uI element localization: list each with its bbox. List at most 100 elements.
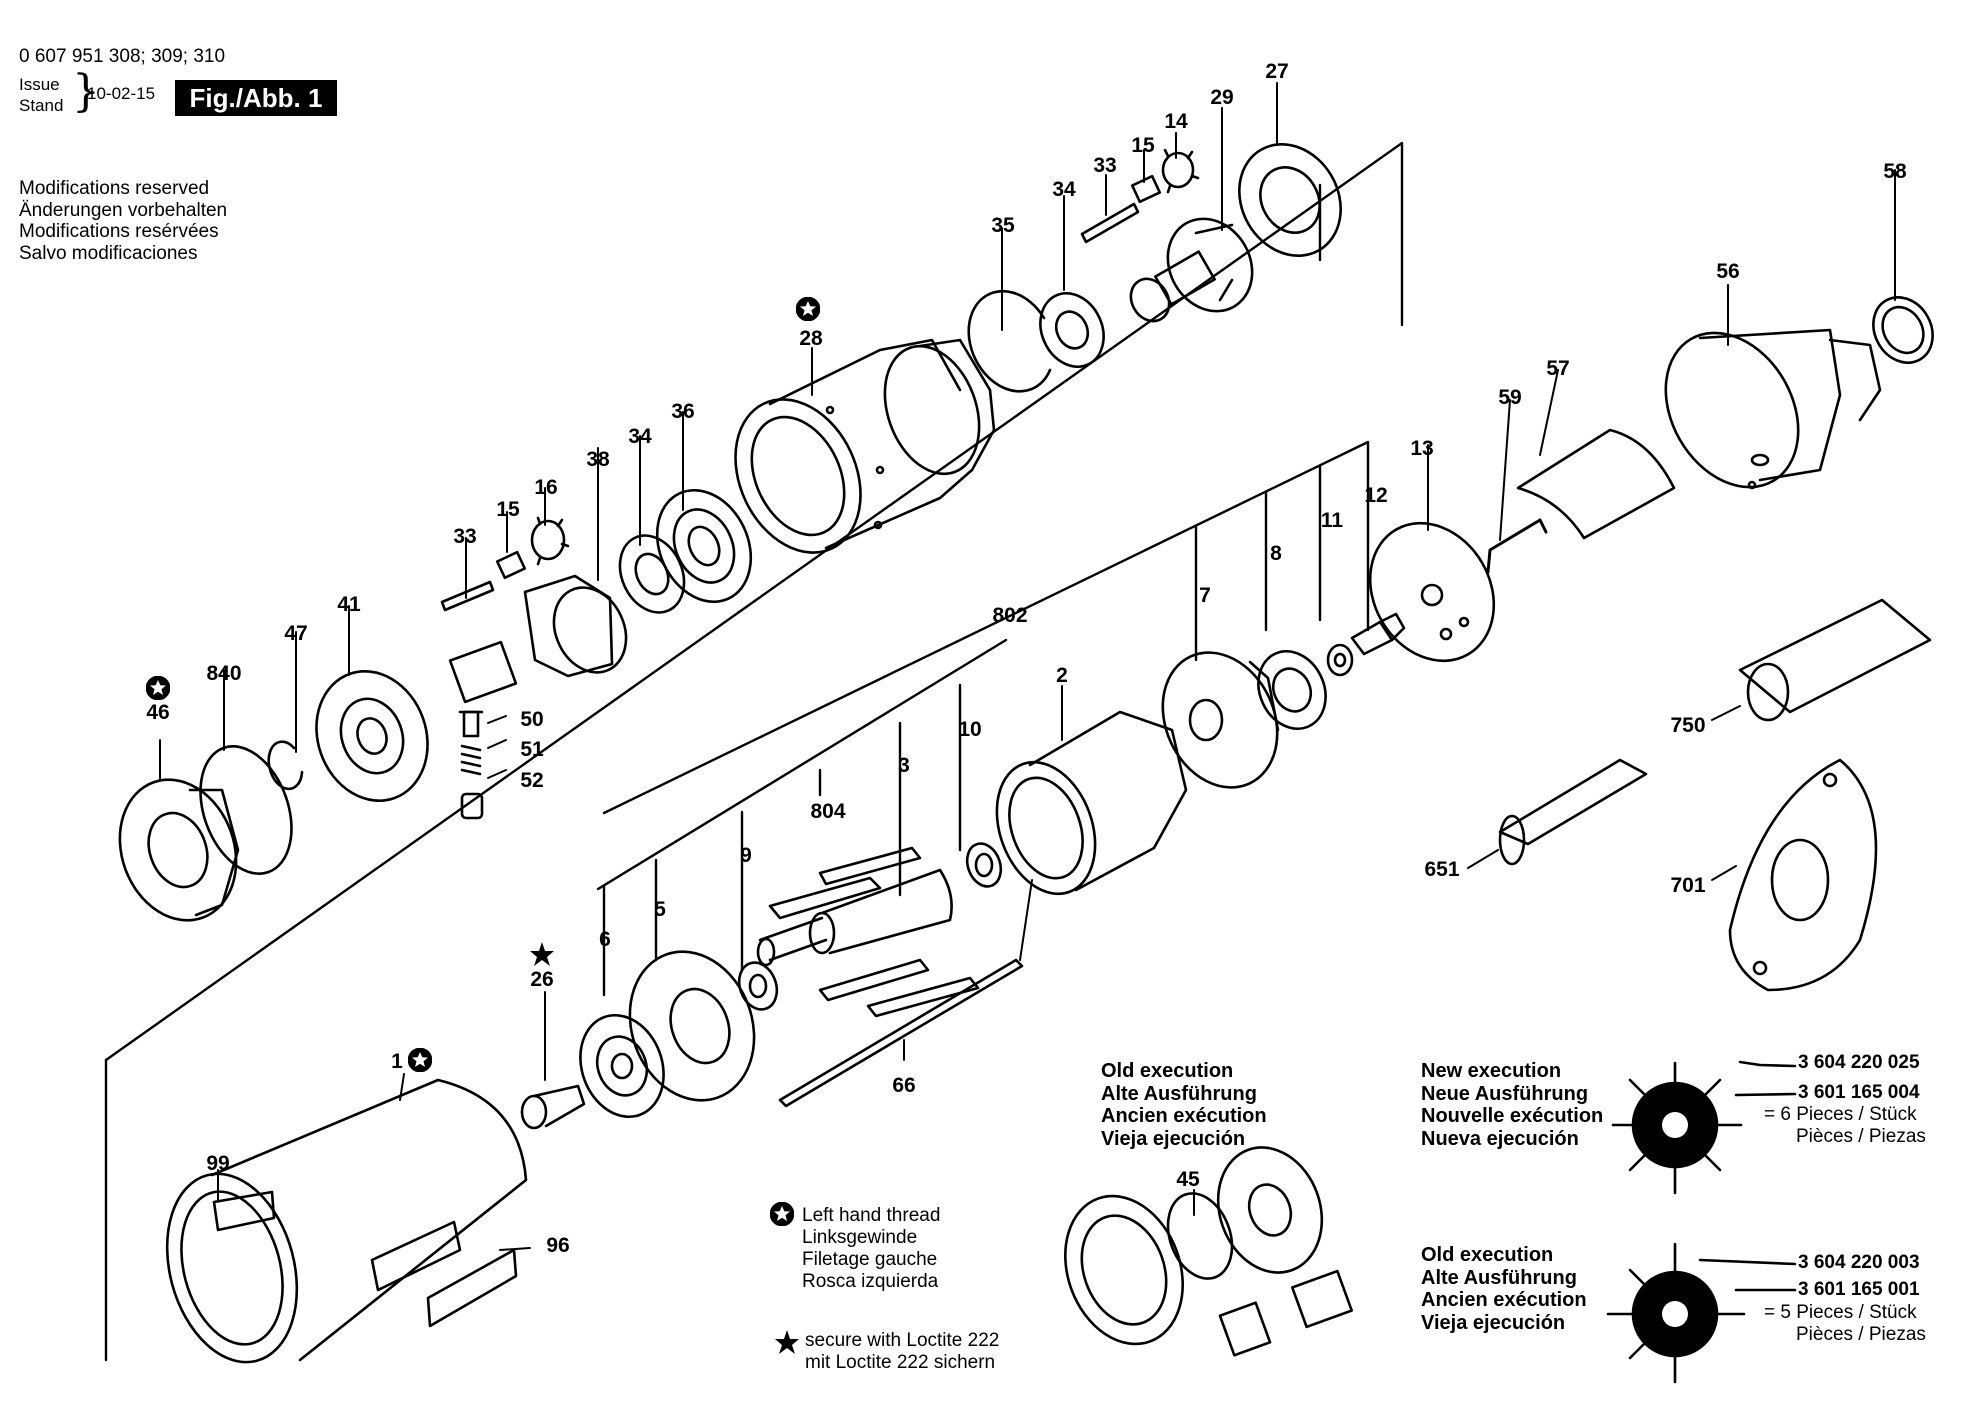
- old-exec-45-de: Alte Ausführung: [1101, 1082, 1257, 1105]
- old-exec-pieces: = 5 Pieces / Stück Pièces / Piezas: [1764, 1302, 1926, 1346]
- label-96: 96: [546, 1234, 569, 1257]
- label-99: 99: [206, 1152, 229, 1175]
- label-13: 13: [1410, 437, 1433, 460]
- part-2-cylinder: [995, 710, 1188, 896]
- issue-label: Issue: [19, 75, 60, 94]
- part-51-spring: [460, 744, 482, 776]
- label-41: 41: [337, 593, 361, 616]
- label-29: 29: [1210, 86, 1233, 109]
- part-15-upper: [1130, 174, 1162, 204]
- part-58-oring: [1872, 296, 1934, 364]
- part-26-gear: [520, 1084, 586, 1130]
- issue-date: 10-02-15: [87, 84, 156, 103]
- part-13-plate: [1368, 521, 1496, 663]
- label-10: 10: [958, 718, 981, 741]
- label-52: 52: [520, 769, 543, 792]
- label-56: 56: [1716, 260, 1739, 283]
- legend-loctite-de: mit Loctite 222 sichern: [805, 1352, 996, 1373]
- part-1-housing: [165, 1078, 528, 1364]
- label-46: 46: [146, 701, 169, 724]
- label-701: 701: [1670, 874, 1705, 897]
- label-51: 51: [520, 738, 544, 761]
- new-exec-pieces-langs: Pièces / Piezas: [1796, 1126, 1926, 1147]
- label-6: 6: [599, 928, 611, 951]
- old-exec-part-a: 3 604 220 003: [1798, 1252, 1920, 1273]
- part-701-flange: [1728, 758, 1878, 992]
- part-labels: 27 29 14 15 33 34 35 28 58 56 57 59 36 3…: [146, 60, 1907, 1257]
- part-46-nut: [118, 778, 240, 922]
- mod-line-de: Änderungen vorbehalten: [19, 199, 228, 221]
- brace-icon: }: [72, 66, 100, 117]
- legend-lh-en: Left hand thread: [802, 1205, 941, 1226]
- legend-left-hand-thread: Left hand thread Linksgewinde Filetage g…: [802, 1205, 940, 1293]
- part-840-oring: [199, 745, 293, 875]
- bracket-upper: [602, 440, 1370, 815]
- label-34-upper: 34: [1052, 178, 1076, 201]
- part-41-bearing: [315, 669, 429, 803]
- label-45: 45: [1176, 1168, 1200, 1191]
- legend-lh-fr: Filetage gauche: [802, 1249, 938, 1270]
- legend-lh-de: Linksgewinde: [802, 1227, 918, 1248]
- new-exec-part-a: 3 604 220 025: [1798, 1052, 1920, 1073]
- part-3-rotor: [756, 868, 953, 967]
- figure-label: Fig./Abb. 1: [175, 80, 337, 116]
- label-804: 804: [810, 800, 845, 823]
- label-50: 50: [520, 708, 543, 731]
- old-execution-symbol: [1606, 1242, 1797, 1384]
- label-2: 2: [1056, 664, 1068, 687]
- bracket-lower: [596, 638, 1008, 997]
- part-99-label: [212, 1190, 276, 1232]
- part-750-silencer: [1738, 598, 1932, 722]
- old-exec-fr: Ancien exécution: [1421, 1289, 1587, 1311]
- new-execution-caption: New execution Neue Ausführung Nouvelle e…: [1421, 1060, 1603, 1150]
- label-9: 9: [740, 844, 752, 867]
- label-12: 12: [1364, 484, 1387, 507]
- part-10-washer: [965, 842, 1003, 888]
- old-exec-es: Vieja ejecución: [1421, 1311, 1566, 1334]
- label-47: 47: [284, 622, 307, 645]
- mod-line-es: Salvo modificaciones: [19, 242, 198, 264]
- label-750: 750: [1670, 714, 1705, 737]
- part-56-cap: [1664, 328, 1882, 490]
- legend-loctite: secure with Loctite 222 mit Loctite 222 …: [805, 1330, 999, 1374]
- part-7-plate: [1161, 651, 1280, 789]
- part-16-gear: [530, 516, 570, 566]
- part-45-assembly: [1064, 1146, 1354, 1357]
- new-exec-part-b: 3 601 165 004: [1798, 1082, 1920, 1103]
- label-33-lower: 33: [453, 525, 476, 548]
- label-840: 840: [206, 662, 241, 685]
- part-8-bearing: [1257, 650, 1327, 730]
- part-9-washer: [737, 961, 779, 1011]
- label-15-lower: 15: [496, 498, 520, 521]
- part-66-pin: [778, 958, 1024, 1108]
- part-14-gear: [1161, 148, 1200, 194]
- part-34-lower: [618, 534, 686, 614]
- old-exec-part-b: 3 601 165 001: [1798, 1279, 1920, 1300]
- old-exec-45-en: Old execution: [1101, 1060, 1234, 1082]
- document-number: 0 607 951 308; 309; 310: [19, 46, 226, 67]
- new-exec-en: New execution: [1421, 1060, 1562, 1082]
- label-802: 802: [992, 604, 1027, 627]
- old-exec-en: Old execution: [1421, 1244, 1554, 1266]
- label-28: 28: [799, 327, 823, 350]
- part-28-housing: [734, 338, 996, 554]
- label-36: 36: [671, 400, 694, 423]
- part-57-shell: [1516, 428, 1676, 540]
- old-exec-45-es: Vieja ejecución: [1101, 1127, 1246, 1150]
- label-8: 8: [1270, 542, 1282, 565]
- part-15-lower: [495, 550, 527, 580]
- part-33-upper: [1080, 202, 1140, 244]
- part-651-nipple: [1498, 758, 1648, 866]
- mod-line-en: Modifications reserved: [19, 178, 210, 199]
- part-12-screw: [1350, 612, 1406, 656]
- part-11-washer: [1326, 643, 1354, 677]
- part-47-circlip: [267, 740, 304, 791]
- part-34-upper: [1039, 292, 1105, 368]
- part-35-snap-ring: [967, 289, 1052, 393]
- label-38: 38: [586, 448, 610, 471]
- old-exec-45-fr: Ancien exécution: [1101, 1105, 1267, 1127]
- label-26: 26: [530, 968, 553, 991]
- part-38-rotor: [448, 574, 628, 704]
